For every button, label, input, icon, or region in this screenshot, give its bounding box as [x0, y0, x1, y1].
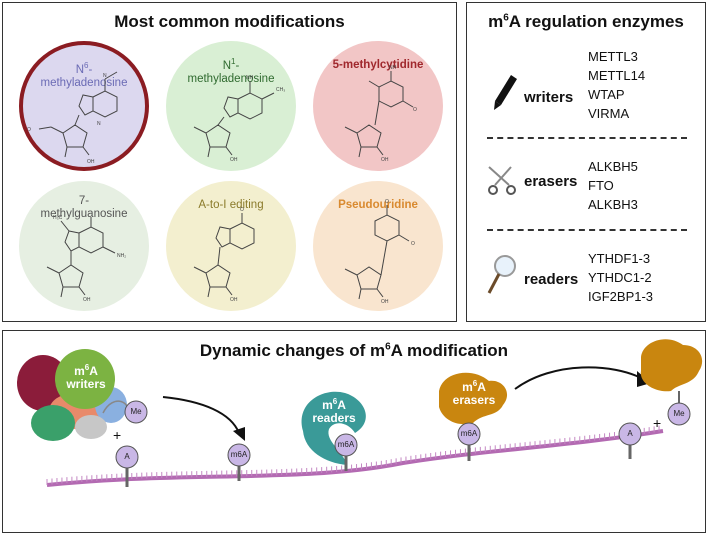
- m6a-text: m6A: [230, 450, 248, 459]
- a-text: A: [627, 429, 633, 438]
- m5c-label: 5-methylcytidine: [332, 59, 424, 71]
- enzymes-panel: m6A regulation enzymes writers METTL3 ME…: [466, 2, 706, 322]
- circle-pseudouridine: Pseudouridine O O OH: [313, 181, 443, 311]
- plus-sign: +: [113, 427, 122, 443]
- enzymes-title: m6A regulation enzymes: [488, 12, 684, 31]
- svg-text:N: N: [103, 73, 107, 79]
- readers-label: readers: [524, 271, 579, 288]
- arrow-head-icon: [233, 427, 245, 441]
- svg-text:H₃C: H₃C: [53, 215, 63, 221]
- readers-protein: [301, 391, 366, 471]
- m6a-text: m6A: [337, 440, 355, 449]
- a-bubble-2: [618, 422, 642, 459]
- a-text: A: [124, 452, 130, 461]
- list-item: WTAP: [588, 87, 625, 102]
- pen-icon: [494, 75, 517, 110]
- rna-strand: [46, 425, 664, 487]
- svg-text:OH: OH: [83, 297, 91, 303]
- svg-text:NH: NH: [246, 75, 254, 81]
- erasers-label: erasers: [524, 173, 578, 190]
- writers-complex: [17, 349, 129, 441]
- magnifier-icon: [487, 255, 516, 294]
- n6-label: N6-methyladenosine: [40, 61, 128, 89]
- list-item: FTO: [588, 178, 614, 193]
- svg-text:OH: OH: [230, 297, 238, 303]
- erasers-protein: [439, 372, 508, 461]
- arrow-icon: [514, 366, 644, 390]
- svg-text:NH: NH: [389, 65, 397, 71]
- svg-text:O: O: [385, 199, 389, 205]
- list-item: YTHDC1-2: [588, 270, 652, 285]
- modifications-panel: Most common modifications N6-methyladeno…: [2, 2, 457, 322]
- divider: [487, 229, 687, 231]
- circle-a-to-i-editing: A-to-I editing O OH: [166, 181, 296, 311]
- writers-label: writers: [524, 89, 574, 106]
- plus-sign: +: [653, 415, 662, 431]
- list-item: METTL14: [588, 68, 646, 83]
- svg-text:OH: OH: [230, 157, 238, 163]
- pseudouridine-label: Pseudouridine: [338, 199, 418, 211]
- svg-text:O: O: [240, 207, 244, 213]
- n1-label: N1-methyladenosine: [187, 57, 275, 85]
- me-text: Me: [673, 409, 685, 418]
- m7g-label: 7-methylguanosine: [40, 195, 128, 220]
- m5c-structure-icon: NH O OH: [344, 65, 417, 163]
- circle-n1-methyladenosine: N1-methyladenosine NH CH₃ OH: [166, 41, 296, 171]
- m6a-text: m6A: [460, 429, 478, 438]
- svg-text:NH₂: NH₂: [117, 253, 126, 259]
- circle-7-methylguanosine: 7-methylguanosine H₃C NH₂ OH: [19, 181, 149, 311]
- pseudouridine-structure-icon: O O OH: [344, 199, 415, 305]
- a-to-i-label: A-to-I editing: [198, 199, 264, 211]
- svg-text:CH₃: CH₃: [276, 87, 285, 93]
- me-text: Me: [130, 407, 142, 416]
- list-item: ALKBH5: [588, 159, 638, 174]
- svg-text:O: O: [413, 107, 417, 113]
- dynamics-diagram: [17, 339, 703, 487]
- svg-text:OH: OH: [381, 157, 389, 163]
- m7g-structure-icon: H₃C NH₂ OH: [46, 215, 126, 303]
- list-item: IGF2BP1-3: [588, 289, 654, 304]
- list-item: ALKBH3: [588, 197, 638, 212]
- svg-text:OH: OH: [87, 159, 95, 165]
- dynamics-title: Dynamic changes of m6A modification: [199, 341, 509, 360]
- modifications-title: Most common modifications: [114, 12, 345, 31]
- svg-text:O: O: [411, 241, 415, 247]
- arrow-icon: [162, 396, 240, 434]
- circle-n6-methyladenosine: N6-methyladenosine N N OH O: [19, 41, 149, 171]
- circle-5-methylcytidine: 5-methylcytidine NH O OH: [313, 41, 443, 171]
- writers-list: METTL3 METTL14 WTAP VIRMA: [588, 47, 645, 123]
- scissors-icon: [488, 166, 516, 195]
- n6-structure-icon: N N OH O: [27, 71, 118, 165]
- readers-list: YTHDF1-3 YTHDC1-2 IGF2BP1-3: [588, 249, 653, 306]
- m6a-bubble-1: [227, 443, 251, 481]
- divider: [487, 137, 687, 139]
- a-bubble-1: [115, 445, 139, 487]
- inosine-structure-icon: O OH: [193, 207, 255, 303]
- me-bubble: [124, 400, 148, 424]
- n1-structure-icon: NH CH₃ OH: [193, 75, 285, 163]
- list-item: METTL3: [588, 49, 638, 64]
- released-eraser: [640, 339, 703, 426]
- erasers-list: ALKBH5 FTO ALKBH3: [588, 157, 638, 214]
- svg-text:N: N: [97, 121, 101, 127]
- list-item: VIRMA: [588, 106, 630, 121]
- svg-text:O: O: [27, 127, 31, 133]
- dynamics-panel: Dynamic changes of m6A modification: [2, 330, 706, 533]
- list-item: YTHDF1-3: [588, 251, 651, 266]
- svg-text:OH: OH: [381, 299, 389, 305]
